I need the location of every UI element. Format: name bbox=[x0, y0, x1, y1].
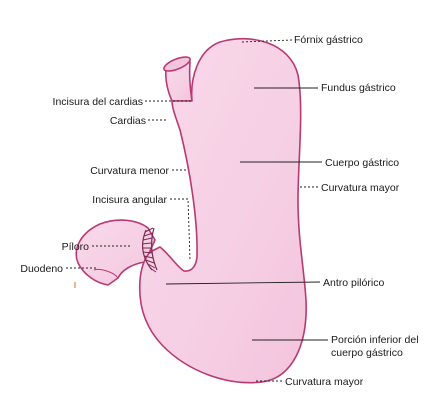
esophagus-opening bbox=[163, 56, 191, 72]
label-curvatura-mayor-bottom: Curvatura mayor bbox=[285, 376, 364, 388]
label-incisura-cardias: Incisura del cardias bbox=[53, 96, 143, 108]
pylorus-ring bbox=[141, 227, 158, 273]
leader-antro bbox=[165, 281, 321, 285]
label-cuerpo: Cuerpo gástrico bbox=[325, 157, 399, 169]
leader-lines bbox=[66, 39, 328, 382]
label-porcion-inferior-line1: Porción inferior del bbox=[331, 334, 419, 346]
label-antro: Antro pilórico bbox=[323, 277, 384, 289]
leader-incisura-angular bbox=[170, 198, 191, 261]
label-curvatura-menor: Curvatura menor bbox=[90, 165, 169, 177]
stomach-shape bbox=[138, 37, 307, 384]
leader-fornix bbox=[241, 39, 293, 43]
label-incisura-angular: Incisura angular bbox=[92, 194, 167, 206]
label-porcion-inferior-line2: cuerpo gástrico bbox=[331, 347, 403, 359]
label-piloro: Píloro bbox=[62, 241, 90, 253]
label-fornix: Fórnix gástrico bbox=[294, 34, 363, 46]
duodenum-inner-edge bbox=[93, 269, 119, 279]
label-duodeno: Duodeno bbox=[20, 263, 63, 275]
label-fundus: Fundus gástrico bbox=[321, 82, 396, 94]
duodenum-shape bbox=[75, 219, 156, 286]
label-curvatura-mayor-lateral: Curvatura mayor bbox=[321, 182, 400, 194]
label-cardias: Cardias bbox=[110, 115, 146, 127]
